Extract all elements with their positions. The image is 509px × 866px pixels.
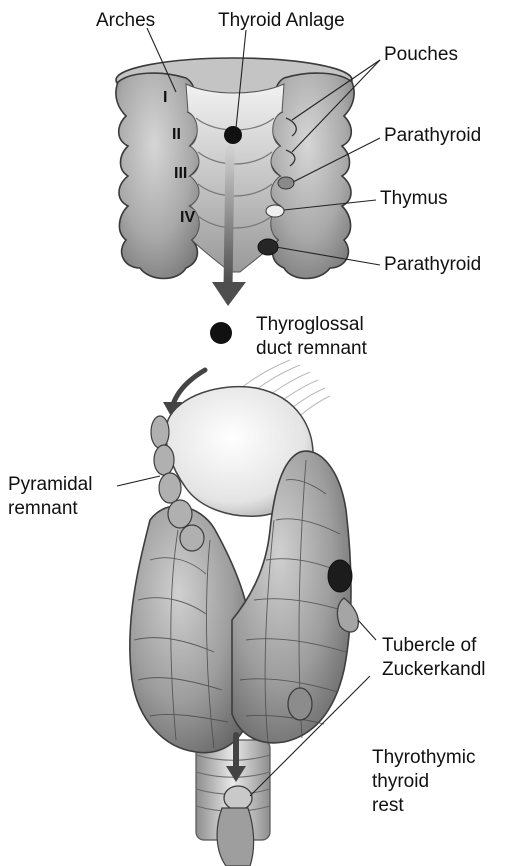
parathyroid-upper-bud bbox=[278, 177, 294, 189]
thymus-bud bbox=[266, 205, 284, 217]
thyroid-gland-illustration bbox=[130, 360, 359, 866]
label-thyroglossal-line1: Thyroglossal bbox=[256, 314, 364, 335]
label-thyroglossal-line2: duct remnant bbox=[256, 338, 368, 359]
label-thyroid-anlage: Thyroid Anlage bbox=[218, 10, 345, 31]
label-pyramidal-line2: remnant bbox=[8, 498, 78, 519]
label-thyrothymic-line1: Thyrothymic bbox=[372, 747, 475, 768]
thyroid-anlage-dot bbox=[224, 126, 242, 144]
thymus-tail bbox=[217, 808, 254, 866]
parathyroid-lower-bud bbox=[258, 239, 278, 255]
label-pyramidal-line1: Pyramidal bbox=[8, 474, 92, 495]
arch-numeral-4: IV bbox=[180, 209, 195, 226]
thyrothymic-rest bbox=[224, 786, 252, 810]
thyroglossal-remnant-dot bbox=[210, 322, 232, 344]
arch-numeral-1: I bbox=[163, 89, 167, 106]
label-tubercle-line2: Zuckerkandl bbox=[382, 659, 486, 680]
arch-numeral-3: III bbox=[174, 165, 187, 182]
label-arches: Arches bbox=[96, 10, 155, 31]
tubercle-dark-nodule bbox=[328, 560, 352, 592]
label-parathyroid-upper: Parathyroid bbox=[384, 125, 481, 146]
tubercle-of-zuckerkandl bbox=[337, 598, 358, 632]
label-thymus: Thymus bbox=[380, 188, 448, 209]
descent-arrow-head bbox=[212, 282, 246, 306]
label-thyrothymic-line2: thyroid bbox=[372, 771, 429, 792]
arch-numeral-2: II bbox=[172, 126, 181, 143]
label-parathyroid-lower: Parathyroid bbox=[384, 254, 481, 275]
label-tubercle-line1: Tubercle of bbox=[382, 635, 477, 656]
pharyngeal-arches-block bbox=[116, 58, 354, 306]
label-thyrothymic-line3: rest bbox=[372, 795, 404, 816]
label-pouches: Pouches bbox=[384, 44, 458, 65]
